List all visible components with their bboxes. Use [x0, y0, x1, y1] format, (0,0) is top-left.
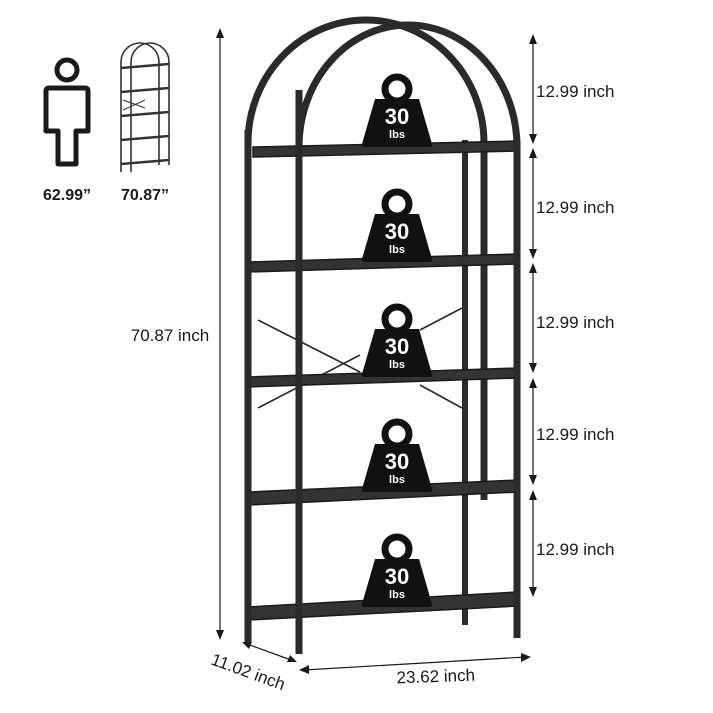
svg-text:lbs: lbs — [389, 589, 405, 601]
tier-spacing-label-1: 12.99 inch — [536, 82, 614, 101]
svg-text:lbs: lbs — [389, 244, 405, 256]
tier-dimension-lines — [529, 34, 537, 597]
bookshelf — [244, 16, 521, 654]
width-label: 23.62 inch — [396, 666, 475, 688]
tier-spacing-label-2: 12.99 inch — [536, 198, 614, 217]
tier-spacing-label-4: 12.99 inch — [536, 425, 614, 444]
shelf-thumbnail-icon — [120, 42, 170, 172]
x-brace-left — [257, 319, 361, 409]
x-brace-right — [419, 307, 463, 409]
svg-text:lbs: lbs — [389, 474, 405, 486]
svg-text:30: 30 — [385, 564, 409, 589]
weight-badge-3: 30 lbs — [361, 303, 433, 377]
weight-icon — [381, 188, 413, 220]
svg-text:30: 30 — [385, 104, 409, 129]
weight-icon — [381, 418, 413, 450]
weight-badge-1: 30 lbs — [361, 73, 433, 147]
weight-badge-4: 30 lbs — [361, 418, 433, 492]
svg-text:30: 30 — [385, 449, 409, 474]
tier-spacing-label-3: 12.99 inch — [536, 313, 614, 332]
weight-icon — [381, 73, 413, 105]
weight-icon — [381, 303, 413, 335]
shelf-height-label: 70.87” — [121, 187, 169, 204]
person-icon — [43, 57, 91, 167]
svg-text:30: 30 — [385, 334, 409, 359]
svg-text:lbs: lbs — [389, 129, 405, 141]
weight-badge-5: 30 lbs — [361, 533, 433, 607]
weight-badge-2: 30 lbs — [361, 188, 433, 262]
tier-spacing-label-5: 12.99 inch — [536, 540, 614, 559]
svg-text:lbs: lbs — [389, 359, 405, 371]
width-dimension-line — [299, 653, 531, 674]
height-label-bg — [122, 322, 218, 348]
depth-label: 11.02 inch — [209, 650, 288, 694]
height-dimension-line — [216, 28, 224, 640]
depth-dimension-line — [242, 642, 297, 662]
total-height-label: 70.87 inch — [131, 326, 209, 345]
person-height-label: 62.99” — [43, 187, 91, 204]
front-arch — [244, 16, 488, 640]
weight-icon — [381, 533, 413, 565]
svg-text:30: 30 — [385, 219, 409, 244]
